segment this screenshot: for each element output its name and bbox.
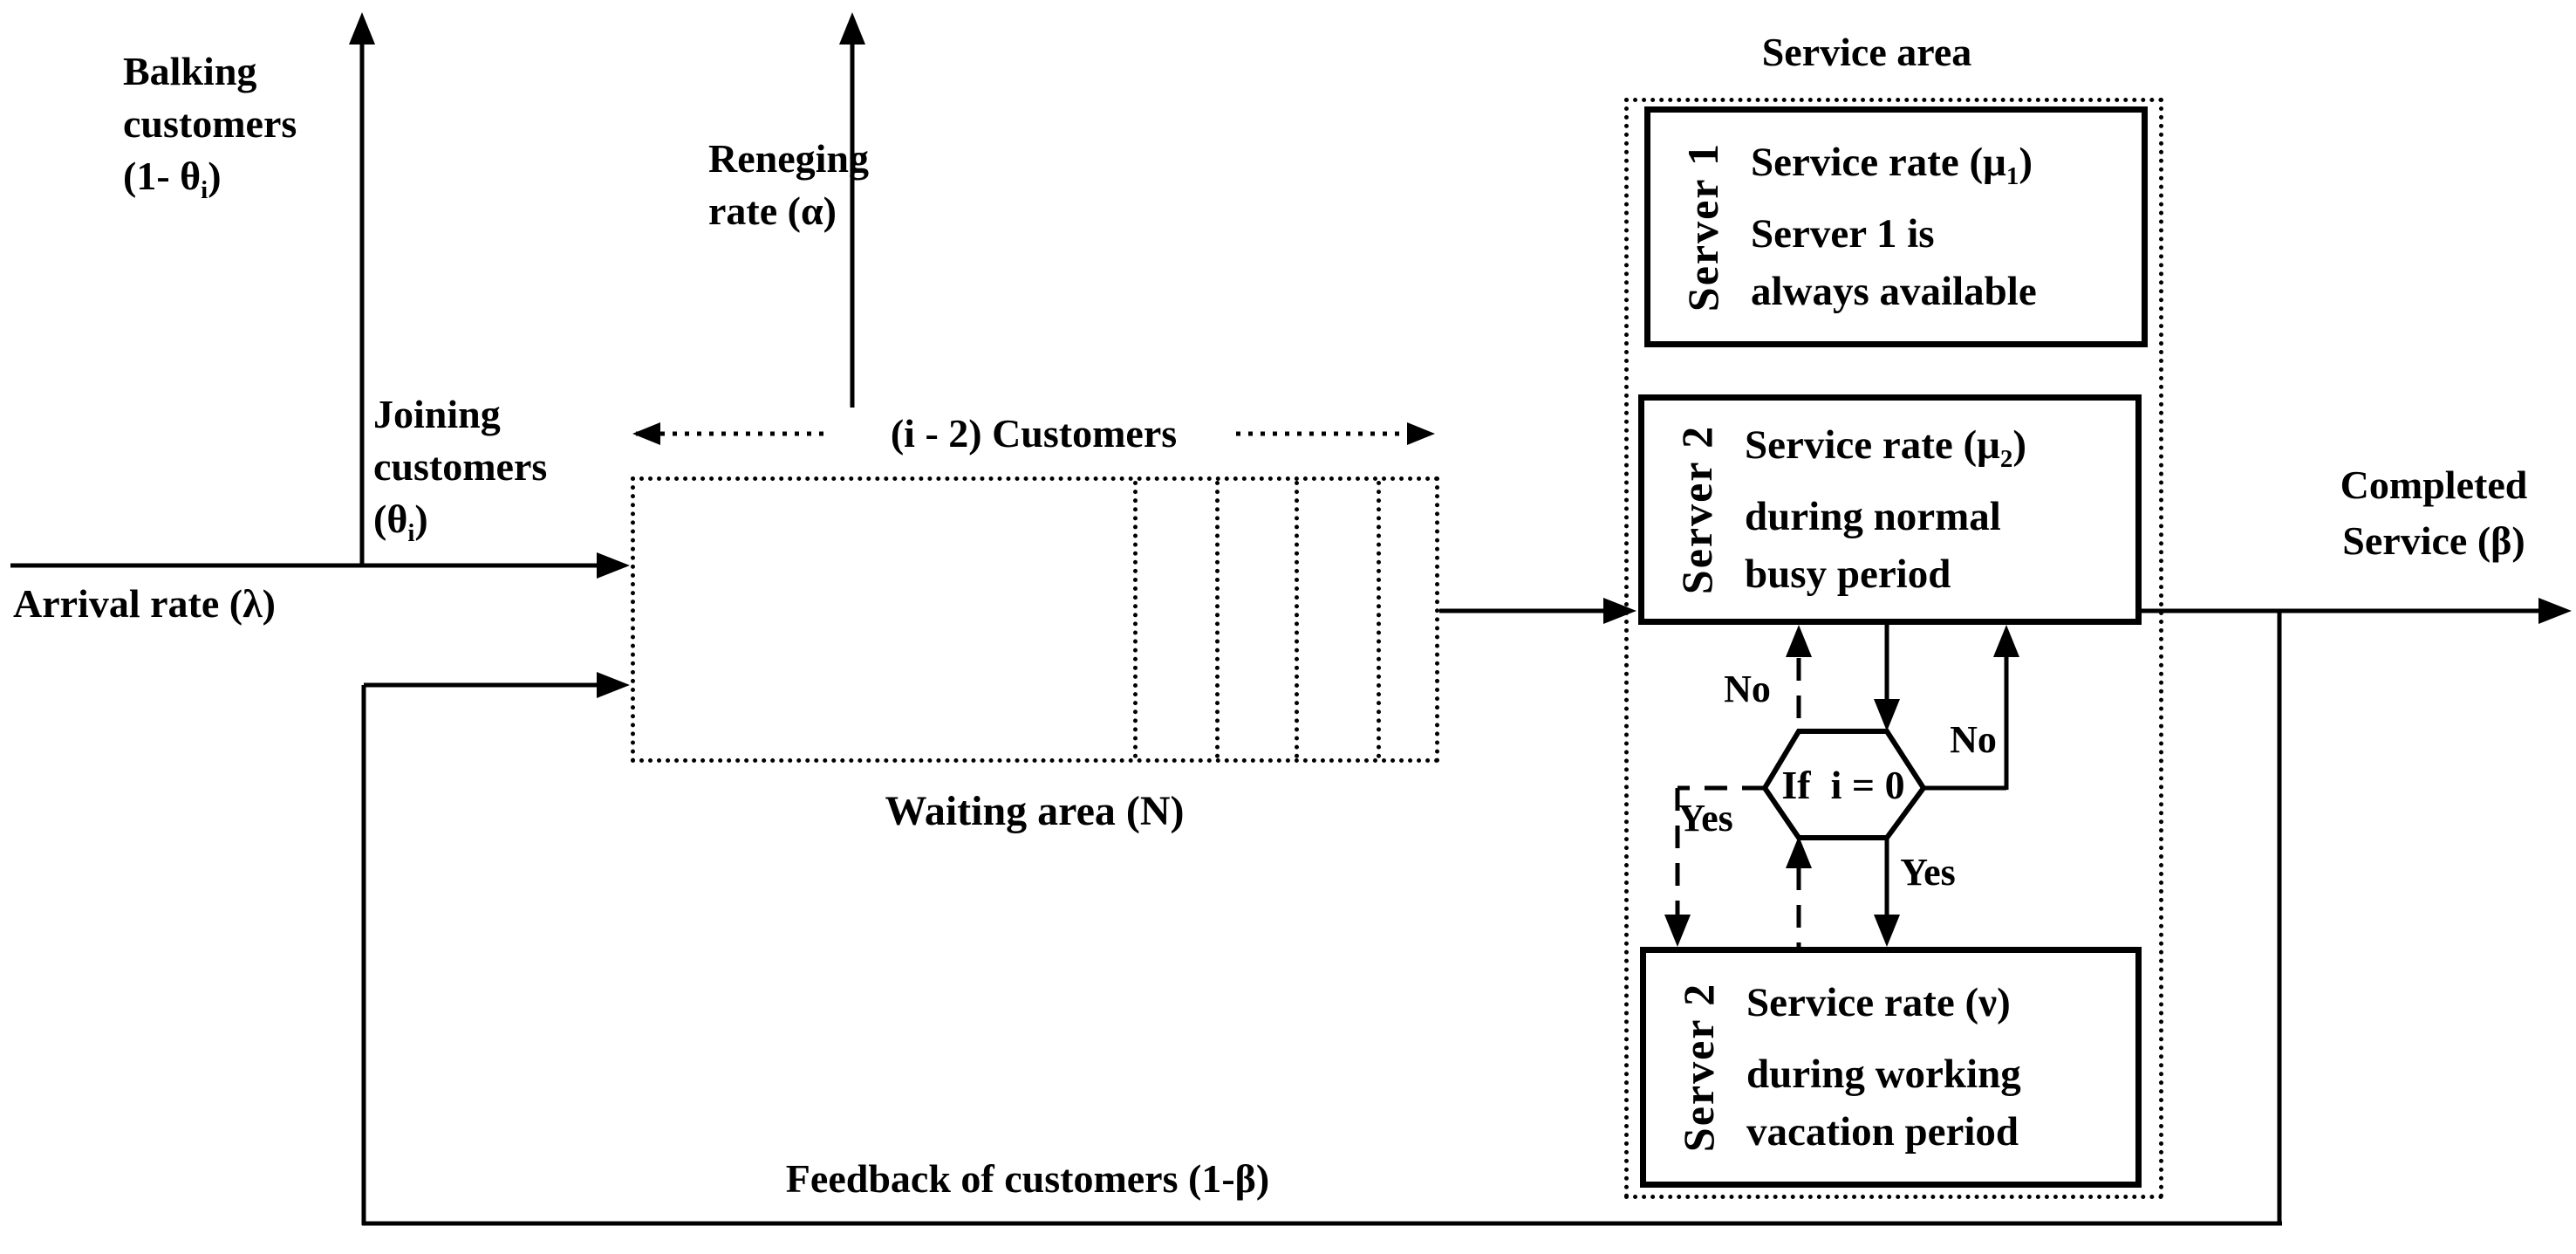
arrow-into-waiting-bottom xyxy=(597,672,630,698)
joining-line1: Joining xyxy=(373,392,501,436)
yes-right-label: Yes xyxy=(1900,851,1956,894)
arrival-rate-label: Arrival rate (λ) xyxy=(13,581,276,626)
waiting-slot-divider xyxy=(1295,481,1299,758)
arrow-into-waiting-top xyxy=(597,552,630,579)
hexagon-condition-label: If i = 0 xyxy=(1781,763,1905,807)
arrow-into-hexagon-bottom xyxy=(1786,836,1812,868)
no-left-label: No xyxy=(1724,668,1771,710)
completed-line1: Completed xyxy=(2340,463,2528,507)
no-right-label: No xyxy=(1950,718,1997,761)
server2-vacation-box: Server 2 Service rate (ν) during working… xyxy=(1640,947,2142,1188)
balking-line3: (1- θi) xyxy=(123,154,222,204)
joining-subscript: i xyxy=(407,519,415,547)
server2-busy-line2: during normal xyxy=(1745,494,2001,539)
server2-vacation-rate-line: Service rate (ν) xyxy=(1746,980,2011,1025)
server1-text: Service rate (μ1) Server 1 is always ava… xyxy=(1751,134,2037,320)
joining-label: Joining customers (θi) xyxy=(373,388,547,559)
server1-line3: always available xyxy=(1751,269,2037,314)
i2-customers-label: (i - 2) Customers xyxy=(890,411,1178,456)
arrow-no-right-up xyxy=(1993,625,2019,657)
server1-rate-subscript: 1 xyxy=(2005,162,2019,190)
waiting-slot-divider xyxy=(1215,481,1220,758)
completed-service-label: Completed Service (β) xyxy=(2340,457,2528,569)
server1-side-label: Server 1 xyxy=(1678,141,1727,312)
balking-subscript: i xyxy=(201,176,208,204)
arrow-yes-left-down xyxy=(1664,915,1691,947)
server2-busy-side-label: Server 2 xyxy=(1672,424,1721,595)
server1-line2: Server 1 is xyxy=(1751,211,1935,257)
reneging-line2: rate (α) xyxy=(708,188,837,233)
decision-hexagon xyxy=(1761,729,1927,840)
service-area-box xyxy=(1624,98,2163,1199)
yes-left-label: Yes xyxy=(1677,797,1733,839)
arrow-no-left-up xyxy=(1786,625,1812,657)
server2-busy-rate-line: Service rate (μ2) xyxy=(1745,422,2026,473)
arrow-yes-right-down xyxy=(1874,915,1900,947)
arrow-into-service xyxy=(1603,598,1636,624)
waiting-area-label: Waiting area (N) xyxy=(885,788,1185,834)
waiting-slot-divider xyxy=(1133,481,1138,758)
server2-vacation-line2: during working xyxy=(1746,1052,2021,1097)
balking-line2: customers xyxy=(123,101,297,146)
service-area-label: Service area xyxy=(1761,30,1972,74)
server2-busy-line3: busy period xyxy=(1745,552,1951,597)
balking-label: Balking customers (1- θi) xyxy=(123,45,297,216)
reneging-line1: Reneging xyxy=(708,136,869,181)
arrow-into-hexagon-top xyxy=(1874,699,1900,731)
server2-busy-text: Service rate (μ2) during normal busy per… xyxy=(1745,416,2026,603)
server2-vacation-line3: vacation period xyxy=(1746,1109,2019,1155)
feedback-label: Feedback of customers (1-β) xyxy=(785,1156,1270,1201)
reneging-rate-label: Reneging rate (α) xyxy=(708,133,869,237)
server1-box: Server 1 Service rate (μ1) Server 1 is a… xyxy=(1644,106,2148,347)
arrow-balking-up xyxy=(349,12,375,45)
server2-busy-box: Server 2 Service rate (μ2) during normal… xyxy=(1638,394,2142,625)
arrow-i2-right xyxy=(1407,422,1435,445)
waiting-area-box xyxy=(631,476,1439,763)
completed-line2: Service (β) xyxy=(2342,518,2525,563)
server2-vacation-text: Service rate (ν) during working vacation… xyxy=(1746,974,2021,1161)
joining-line3: (θi) xyxy=(373,497,428,547)
server2-busy-rate-subscript: 2 xyxy=(1999,445,2013,473)
arrow-completed-right xyxy=(2538,598,2572,624)
balking-line1: Balking xyxy=(123,49,257,93)
waiting-slot-divider xyxy=(1377,481,1381,758)
server2-vacation-side-label: Server 2 xyxy=(1674,982,1723,1153)
arrow-i2-left xyxy=(632,422,660,445)
server1-rate-line: Service rate (μ1) xyxy=(1751,140,2033,190)
arrow-reneging-up xyxy=(839,12,865,45)
joining-line2: customers xyxy=(373,444,548,489)
